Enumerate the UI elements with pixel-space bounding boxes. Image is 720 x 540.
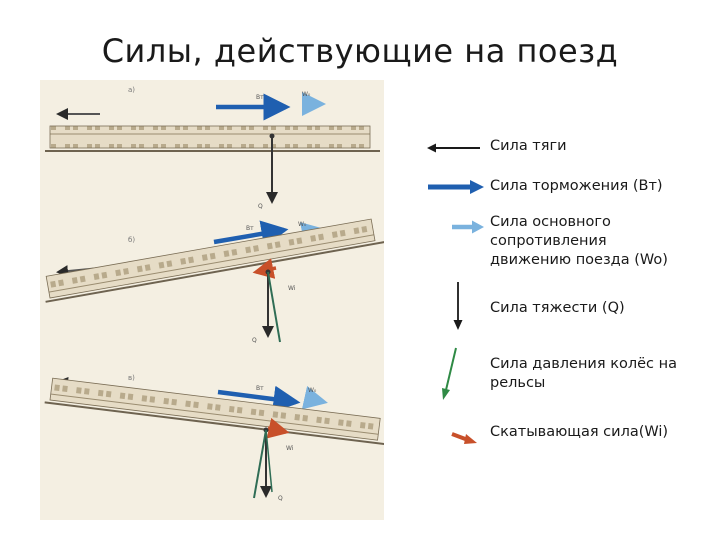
rail-incline-b (45, 240, 384, 303)
panel-c-tag: в) (128, 374, 135, 382)
legend-label-traction: Сила тяги (490, 138, 567, 154)
panel-c-label-b: Bт (256, 385, 264, 392)
wheel-pressure-arrow (253, 429, 267, 499)
panel-b-label-w: W₀ (298, 221, 307, 228)
scan-background (40, 80, 384, 520)
train-incline-b (45, 218, 376, 299)
panel-a: а) Bт W₀ Q (45, 86, 380, 210)
panel-a-label-q: Q (258, 203, 263, 210)
panel-b-label-b: Bт (246, 225, 254, 232)
panel-c-label-w: W₀ (308, 387, 317, 394)
panel-c-label-wi: Wi (286, 445, 294, 452)
legend-icon-traction (427, 143, 480, 153)
rolling-force-arrow (266, 417, 290, 439)
braking-arrow (217, 385, 301, 413)
panel-c-label-q: Q (278, 495, 283, 502)
legend-icon-wheel-pressure (442, 347, 457, 400)
legend-label-gravity: Сила тяжести (Q) (490, 300, 625, 316)
slide-title: Силы, действующие на поезд (101, 32, 619, 70)
wheel-pressure-arrow (267, 271, 281, 343)
panel-c: в) Bт W₀ Wi Q (44, 374, 384, 502)
legend-icon-braking (428, 180, 484, 194)
braking-arrow (213, 220, 289, 248)
legend-label-wheel-pressure: Сила давления колёс на рельсы (490, 356, 677, 391)
legend-label-braking: Сила торможения (Вт) (490, 178, 663, 194)
legend-icon-resistance (452, 220, 484, 234)
panel-b-label-wi: Wi (288, 285, 296, 292)
rolling-force-arrow (252, 258, 277, 279)
legend-label-rolling-force: Скатывающая сила(Wi) (490, 424, 669, 440)
legend-label-resistance: Сила основного сопротивления движению по… (490, 214, 668, 268)
panel-a-label-b: Bт (256, 94, 264, 101)
panel-a-tag: а) (128, 86, 135, 94)
panel-b: б) Bт W₀ Wi Q (45, 218, 384, 344)
rail-incline-c (44, 401, 384, 446)
train-forces-illustration: а) Bт W₀ Q б) Bт W₀ Wi Q в) Bт (40, 80, 384, 520)
train-incline-c (49, 377, 381, 441)
resistance-arrow (301, 385, 328, 410)
legend-icon-gravity (453, 282, 463, 330)
legend-icon-rolling-force (451, 432, 477, 444)
panel-a-label-w: W₀ (302, 91, 311, 98)
panel-b-label-q: Q (252, 337, 257, 344)
panel-b-tag: б) (128, 236, 135, 244)
train-horizontal (49, 125, 371, 149)
